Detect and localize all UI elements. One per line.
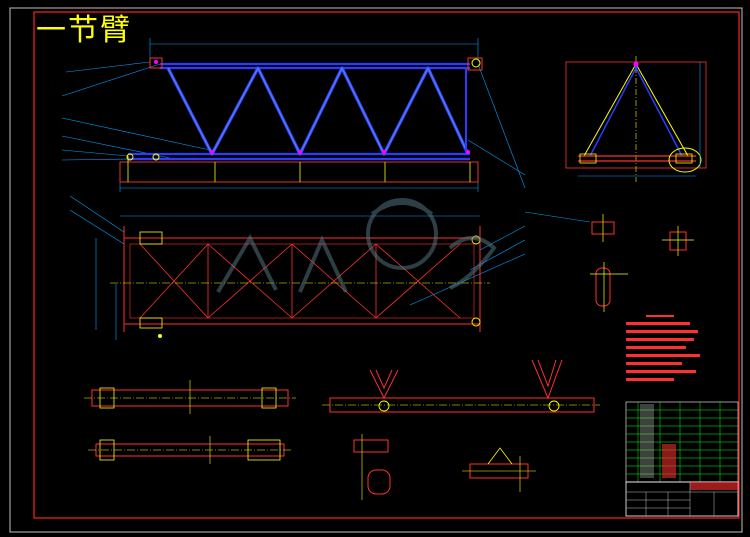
watermark-logo [216, 198, 497, 294]
technical-notes [626, 315, 700, 381]
truss-front-view [61, 38, 526, 192]
truss-side-view [565, 56, 707, 182]
truss-plan-view [69, 195, 591, 340]
detail-parts [590, 214, 694, 312]
sheet-frame [9, 7, 743, 533]
title-block [625, 481, 739, 517]
drawing-title: 一节臂 [36, 13, 132, 48]
component-bar-views [84, 359, 600, 500]
parts-list-table [625, 401, 739, 483]
